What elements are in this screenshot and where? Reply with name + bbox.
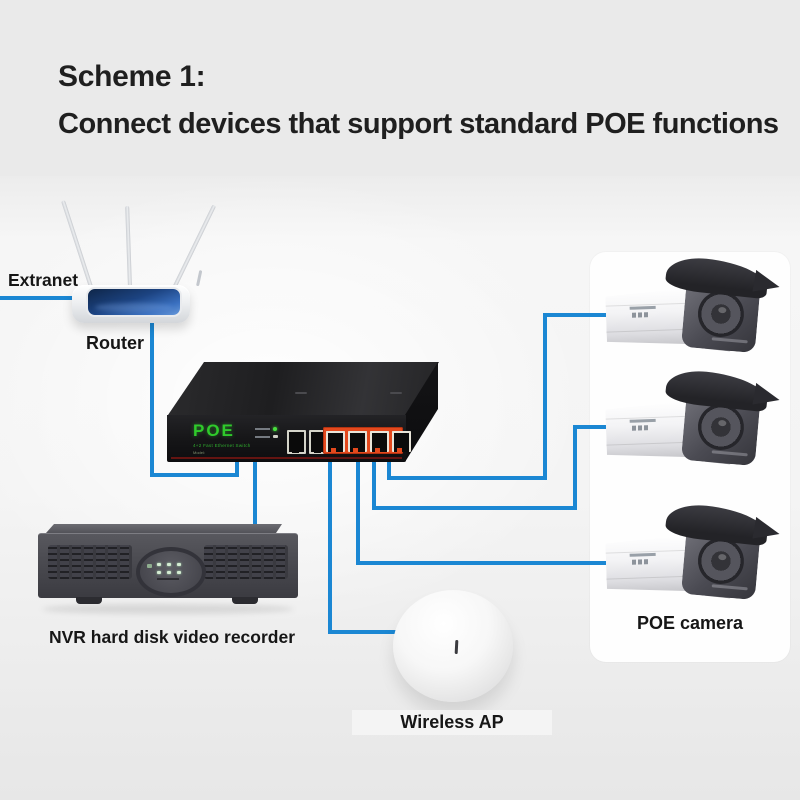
switch-top-vent <box>295 392 307 394</box>
router-glass-sheen <box>95 303 173 313</box>
power-led <box>273 427 277 431</box>
router-label: Router <box>86 333 144 353</box>
wire-switch-to-camera-2 <box>372 425 616 510</box>
nvr-center-panel <box>136 547 206 597</box>
wireless-ap-device <box>393 590 513 702</box>
switch-front-face: POE 4+2 Fast Ethernet Switch Model: <box>167 415 411 462</box>
uplink-ports <box>287 430 328 454</box>
nvr-foot <box>232 597 258 604</box>
camera-ring-label <box>711 337 748 344</box>
lens-highlight <box>718 306 727 314</box>
router-device <box>60 198 220 338</box>
nvr-led <box>157 563 161 566</box>
wireless-ap-label: Wireless AP <box>352 710 552 735</box>
nvr-led <box>177 571 181 574</box>
camera-lens <box>696 536 746 586</box>
scheme-title: Scheme 1: <box>58 60 206 93</box>
nvr-front-face <box>38 533 298 598</box>
router-antenna-center <box>125 205 132 289</box>
switch-indicators <box>255 427 283 442</box>
switch-model-text: Model: <box>193 450 206 455</box>
poe-port-block <box>323 427 411 454</box>
camera-brand-marking <box>630 306 656 310</box>
camera-ring-label <box>711 450 748 457</box>
header-band <box>0 0 800 176</box>
camera-model-marking <box>632 425 650 431</box>
switch-subtitle-text: 4+2 Fast Ethernet Switch <box>193 443 251 448</box>
router-antenna-stub <box>196 270 203 287</box>
switch-top-vent <box>390 392 402 394</box>
switch-brand-text: POE <box>193 421 235 440</box>
nvr-shadow <box>42 604 294 614</box>
poe-port-2 <box>348 431 367 452</box>
poe-switch-device: POE 4+2 Fast Ethernet Switch Model: <box>165 362 441 463</box>
camera-brand-marking <box>630 419 656 423</box>
wire-switch-to-camera-3 <box>356 452 616 565</box>
nvr-label: NVR hard disk video recorder <box>48 627 296 647</box>
wire-switch-to-camera-1 <box>387 313 616 480</box>
lens-highlight <box>718 553 727 561</box>
nvr-led <box>167 571 171 574</box>
nvr-micro-text <box>157 578 179 580</box>
extranet-label: Extranet <box>8 270 79 290</box>
poe-port-4 <box>392 431 411 452</box>
lens-highlight <box>718 419 727 427</box>
camera-lens <box>696 402 746 452</box>
camera-brand-marking <box>630 553 656 557</box>
nvr-foot <box>76 597 102 604</box>
router-top-glass <box>86 287 182 317</box>
poe-ports <box>326 431 411 452</box>
wire-switch-to-ap <box>328 452 408 634</box>
scheme-subtitle: Connect devices that support standard PO… <box>58 108 779 140</box>
router-antenna-right <box>172 204 217 289</box>
nvr-vent-left <box>48 545 132 579</box>
indicator-label <box>255 428 270 430</box>
nvr-logo-mark <box>147 564 152 568</box>
poe-camera-2 <box>606 367 776 467</box>
camera-model-marking <box>632 312 650 318</box>
nvr-led <box>167 563 171 566</box>
nvr-vent-right <box>204 545 288 579</box>
poe-camera-label: POE camera <box>636 613 744 633</box>
ap-indicator-slit <box>454 639 459 655</box>
camera-ring-label <box>711 584 748 591</box>
poe-camera-1 <box>606 254 776 354</box>
nvr-top-face <box>46 524 282 533</box>
poe-port-3 <box>370 431 389 452</box>
poe-port-1 <box>326 431 345 452</box>
poe-camera-3 <box>606 501 776 601</box>
nvr-led <box>177 563 181 566</box>
indicator-label <box>255 435 270 438</box>
mode-switch <box>273 435 278 438</box>
nvr-led <box>157 571 161 574</box>
camera-model-marking <box>632 559 650 565</box>
nvr-device <box>36 524 300 620</box>
camera-lens <box>696 289 746 339</box>
switch-top-face <box>168 362 439 415</box>
switch-red-stripe <box>171 457 402 459</box>
wire-router-to-switch <box>150 320 239 477</box>
uplink-port-1 <box>287 430 306 454</box>
